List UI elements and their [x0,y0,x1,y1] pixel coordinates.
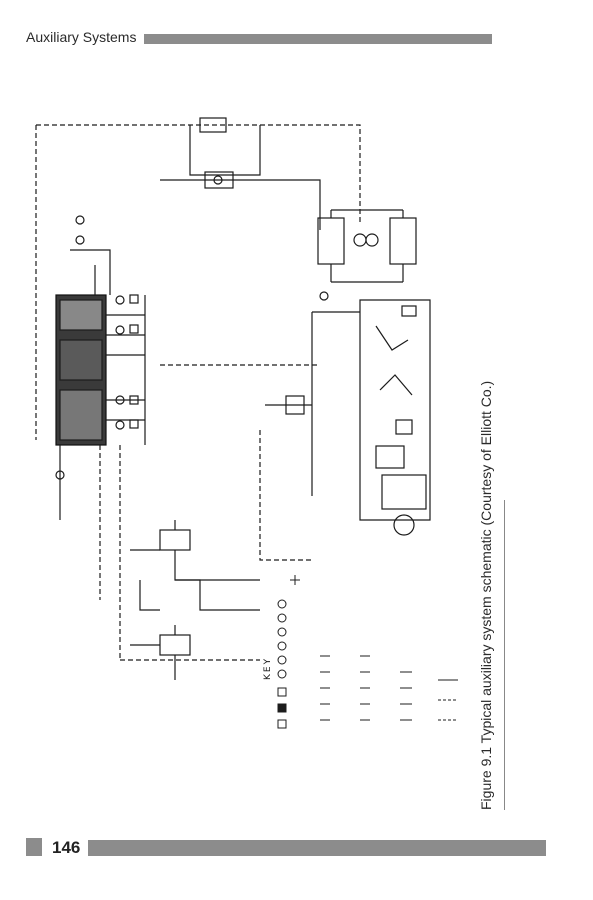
switch-icon [129,395,139,405]
key-symbol [438,699,458,721]
overhead-tank [159,634,191,656]
pipe-line [330,264,404,283]
key-symbol [277,669,287,679]
gauge-icon [75,215,85,225]
caption-rule [504,500,505,810]
regulator-valve [285,395,305,415]
gauge-icon [115,295,125,305]
key-symbol [277,703,287,713]
pipe-line [160,179,321,230]
key-symbol [277,641,287,651]
switch-icon [129,294,139,304]
oil-cooler [317,217,345,265]
pump-motor [393,514,415,536]
gauge-icon [319,291,329,301]
pipe-line [359,299,431,521]
pipe-line [330,209,404,218]
pump-icon [395,419,413,435]
figure-caption: Figure 9.1 Typical auxiliary system sche… [478,380,494,810]
key-symbol [277,613,287,623]
pipe-line [139,580,160,611]
footer-rule [88,840,546,856]
key-symbol [277,719,287,729]
pump-icon [401,305,417,317]
valve-icon [365,233,379,247]
key-symbol [400,671,412,721]
footer-marker [26,838,42,856]
key-symbol [277,655,287,665]
regulator-valve [199,117,227,133]
reservoir-tank [381,474,427,510]
oil-cooler [389,217,417,265]
key-symbol [277,627,287,637]
pipe-line [379,374,413,396]
switch-icon [129,419,139,429]
page-number: 146 [52,838,81,857]
key-title: KEY [263,657,273,680]
pipe-line [70,249,111,295]
schematic-figure: KEY [35,117,458,729]
valve-icon [213,175,223,185]
dashed-oil-line [259,430,312,561]
regulator-valve [204,171,234,189]
switch-icon [129,324,139,334]
valve-icon [353,233,367,247]
key-symbol [290,575,300,585]
overhead-tank [159,529,191,551]
gauge-icon [115,325,125,335]
section-title: Auxiliary Systems [26,29,137,45]
gauge-icon [115,395,125,405]
key-symbol [277,599,287,609]
filter-icon [375,445,405,469]
gauge-icon [115,420,125,430]
pipe-line [189,125,261,176]
pipe-line [175,579,260,611]
key-symbol [277,687,287,697]
pipe-line [106,314,145,421]
gauge-icon [75,235,85,245]
key-symbol [360,655,370,721]
key-symbol [320,655,330,721]
pipe-line [375,325,409,351]
pipe-line [130,549,160,646]
header-rule [144,34,492,44]
dashed-oil-line [36,124,361,225]
